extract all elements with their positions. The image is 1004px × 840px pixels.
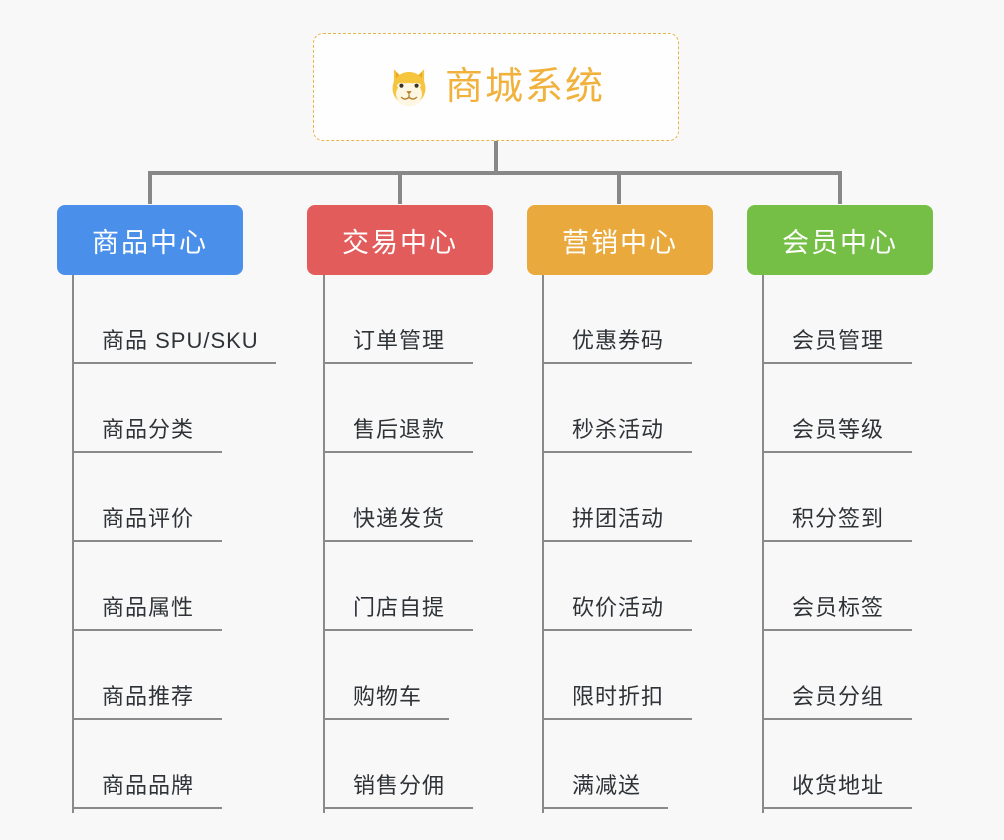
leaf-item-rule	[542, 451, 692, 453]
leaf-item-label: 秒杀活动	[572, 417, 665, 442]
leaf-item-label: 商品评价	[102, 506, 195, 531]
leaf-item-rule	[762, 362, 912, 364]
connector-drop-2	[398, 171, 402, 204]
leaf-item-rule	[542, 362, 692, 364]
category-label-2: 交易中心	[342, 227, 458, 258]
column-spine-3	[542, 275, 544, 813]
connector-drop-3	[617, 171, 621, 204]
leaf-item-rule	[323, 362, 473, 364]
column-spine-1	[72, 275, 74, 813]
leaf-item-rule	[72, 540, 222, 542]
leaf-item[interactable]: 销售分佣	[323, 720, 483, 809]
leaf-item-label: 销售分佣	[353, 773, 446, 798]
leaf-item-label: 商品 SPU/SKU	[102, 328, 259, 353]
leaf-item-rule	[72, 718, 222, 720]
leaf-item[interactable]: 限时折扣	[542, 631, 702, 720]
leaf-item[interactable]: 商品推荐	[72, 631, 232, 720]
leaf-item-rule	[323, 540, 473, 542]
leaf-item[interactable]: 订单管理	[323, 275, 483, 364]
connector-drop-1	[148, 171, 152, 204]
leaf-item[interactable]: 门店自提	[323, 542, 483, 631]
leaf-item-rule	[72, 451, 222, 453]
leaf-item-label: 限时折扣	[572, 684, 665, 709]
leaf-item-label: 拼团活动	[572, 506, 665, 531]
leaf-item-rule	[323, 629, 473, 631]
leaf-item-label: 会员管理	[792, 328, 885, 353]
leaf-item[interactable]: 商品分类	[72, 364, 232, 453]
leaf-item[interactable]: 满减送	[542, 720, 678, 809]
leaf-item[interactable]: 积分签到	[762, 453, 922, 542]
leaf-item-rule	[762, 807, 912, 809]
leaf-item-label: 快递发货	[353, 506, 446, 531]
leaf-item-rule	[323, 718, 449, 720]
leaf-item-rule	[323, 451, 473, 453]
leaf-item-label: 砍价活动	[572, 595, 665, 620]
leaf-item-rule	[323, 807, 473, 809]
leaf-item[interactable]: 购物车	[323, 631, 459, 720]
leaf-item-rule	[72, 362, 276, 364]
leaf-item-rule	[542, 540, 692, 542]
leaf-item-rule	[542, 807, 668, 809]
leaf-item-rule	[72, 629, 222, 631]
leaf-item-label: 门店自提	[353, 595, 446, 620]
leaf-item-label: 商品属性	[102, 595, 195, 620]
leaf-item-rule	[542, 629, 692, 631]
leaf-item-label: 积分签到	[792, 506, 885, 531]
leaf-item-label: 会员标签	[792, 595, 885, 620]
leaf-item[interactable]: 会员分组	[762, 631, 922, 720]
leaf-item-label: 满减送	[572, 773, 642, 798]
leaf-item-label: 优惠券码	[572, 328, 665, 353]
connector-bus	[150, 171, 842, 175]
leaf-item-label: 收货地址	[792, 773, 885, 798]
leaf-item-rule	[762, 718, 912, 720]
leaf-item-rule	[762, 540, 912, 542]
leaf-item[interactable]: 会员管理	[762, 275, 922, 364]
leaf-item-label: 售后退款	[353, 417, 446, 442]
category-label-1: 商品中心	[92, 227, 208, 258]
leaf-item-rule	[762, 451, 912, 453]
leaf-item[interactable]: 商品属性	[72, 542, 232, 631]
leaf-item[interactable]: 会员标签	[762, 542, 922, 631]
leaf-item[interactable]: 砍价活动	[542, 542, 702, 631]
category-box-2[interactable]: 交易中心	[307, 205, 493, 275]
column-spine-4	[762, 275, 764, 813]
category-label-3: 营销中心	[562, 227, 678, 258]
leaf-item[interactable]: 拼团活动	[542, 453, 702, 542]
connector-trunk	[494, 141, 498, 174]
root-node[interactable]: 商城系统	[313, 33, 679, 141]
leaf-item[interactable]: 商品 SPU/SKU	[72, 275, 286, 364]
connector-drop-4	[838, 171, 842, 204]
leaf-item[interactable]: 收货地址	[762, 720, 922, 809]
leaf-item[interactable]: 商品品牌	[72, 720, 232, 809]
leaf-item-rule	[72, 807, 222, 809]
leaf-item[interactable]: 优惠券码	[542, 275, 702, 364]
category-box-1[interactable]: 商品中心	[57, 205, 243, 275]
leaf-item-label: 商品分类	[102, 417, 195, 442]
column-spine-2	[323, 275, 325, 813]
leaf-item[interactable]: 会员等级	[762, 364, 922, 453]
leaf-item-rule	[762, 629, 912, 631]
leaf-item[interactable]: 商品评价	[72, 453, 232, 542]
leaf-item-label: 商品推荐	[102, 684, 195, 709]
leaf-item-label: 订单管理	[353, 328, 446, 353]
category-box-4[interactable]: 会员中心	[747, 205, 933, 275]
leaf-item-label: 会员分组	[792, 684, 885, 709]
leaf-item-label: 商品品牌	[102, 773, 195, 798]
leaf-item-rule	[542, 718, 692, 720]
leaf-item-label: 会员等级	[792, 417, 885, 442]
leaf-item-label: 购物车	[353, 684, 423, 709]
leaf-item[interactable]: 秒杀活动	[542, 364, 702, 453]
category-box-3[interactable]: 营销中心	[527, 205, 713, 275]
shiba-dog-icon	[387, 65, 431, 109]
leaf-item[interactable]: 售后退款	[323, 364, 483, 453]
category-label-4: 会员中心	[782, 227, 898, 258]
root-title: 商城系统	[444, 66, 605, 108]
leaf-item[interactable]: 快递发货	[323, 453, 483, 542]
